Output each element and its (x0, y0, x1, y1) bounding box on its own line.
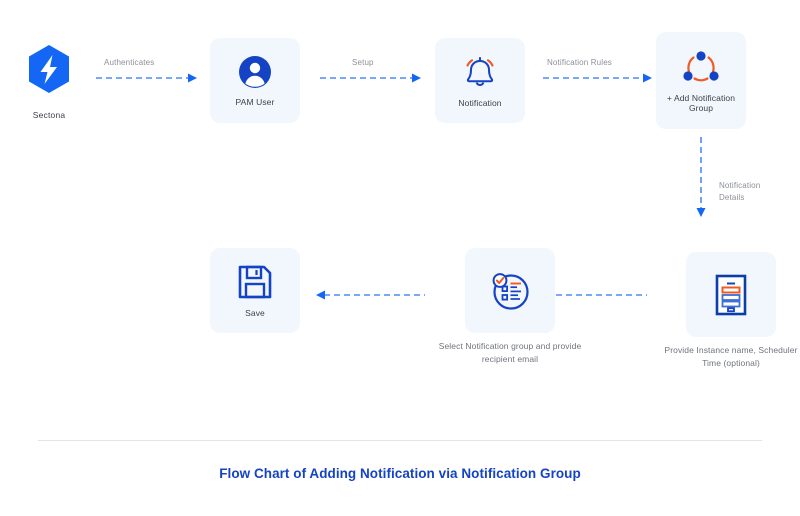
node-notification[interactable]: Notification (435, 38, 525, 123)
user-avatar-icon (237, 54, 273, 90)
node-select-notification-group-card[interactable] (465, 248, 555, 333)
connector-sectona-to-pam-label: Authenticates (104, 58, 155, 67)
connector-select-to-save (315, 287, 425, 305)
node-save-label: Save (245, 307, 265, 318)
connector-sectona-to-pam (96, 70, 200, 88)
node-pam-user-card[interactable]: PAM User (210, 38, 300, 123)
node-provide-instance-caption: Provide Instance name, Scheduler Time (o… (664, 345, 798, 368)
node-notification-label: Notification (458, 97, 502, 108)
node-add-notification-group-label: + Add Notification Group (666, 92, 736, 113)
node-pam-user[interactable]: PAM User (210, 38, 300, 123)
node-select-notification-group-caption: Select Notification group and provide re… (438, 341, 582, 364)
floppy-disk-save-icon (236, 263, 274, 301)
checklist-icon (488, 269, 532, 313)
connector-group-to-instance-label: Notification Details (719, 181, 761, 202)
bell-icon (460, 53, 500, 91)
footer-divider (38, 440, 762, 441)
form-document-icon (713, 273, 749, 317)
node-notification-card[interactable]: Notification (435, 38, 525, 123)
connector-notification-to-group-label: Notification Rules (547, 58, 612, 67)
node-sectona-label: Sectona (32, 110, 66, 120)
node-sectona[interactable]: Sectona (22, 42, 76, 120)
connector-pam-to-notification (320, 70, 424, 88)
node-save-card[interactable]: Save (210, 248, 300, 333)
node-pam-user-label: PAM User (235, 96, 275, 107)
node-add-notification-group-card[interactable]: + Add Notification Group (656, 32, 746, 129)
node-add-notification-group[interactable]: + Add Notification Group (656, 32, 746, 129)
connector-notification-to-group (543, 70, 655, 88)
node-provide-instance[interactable]: Provide Instance name, Scheduler Time (o… (656, 252, 800, 370)
page-title: Flow Chart of Adding Notification via No… (219, 466, 581, 481)
node-select-notification-group[interactable]: Select Notification group and provide re… (435, 248, 585, 366)
notification-group-icon (679, 48, 723, 86)
node-provide-instance-card[interactable] (686, 252, 776, 337)
connector-group-to-instance (695, 137, 707, 226)
connector-pam-to-notification-label: Setup (352, 58, 374, 67)
node-save[interactable]: Save (210, 248, 300, 333)
sectona-bolt-logo-icon (22, 42, 76, 101)
